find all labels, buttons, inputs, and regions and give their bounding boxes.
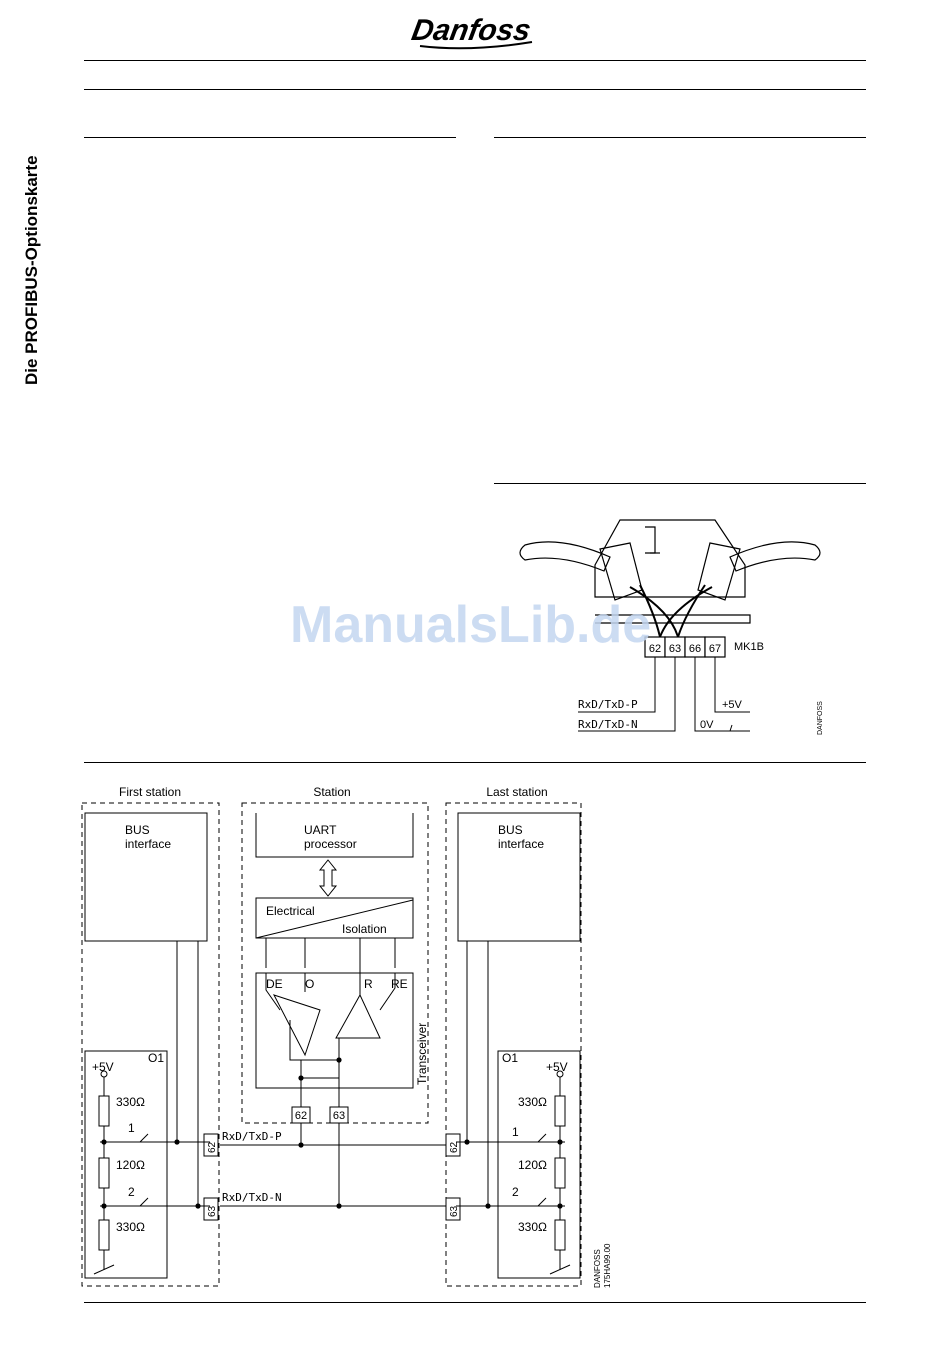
last-terminal-63: 63 — [449, 1205, 460, 1217]
header-rule-bottom — [84, 89, 866, 90]
connector-signal-p: RxD/TxD-P — [578, 698, 638, 711]
right-column-rule — [494, 137, 866, 138]
right-figure-rule — [494, 483, 866, 484]
right-r330-bottom: 330Ω — [518, 1220, 547, 1234]
isolation-line1: Electrical — [266, 904, 315, 918]
header-rule-top — [84, 60, 866, 61]
brand-wordmark: Danfoss — [410, 14, 533, 47]
connector-figure: 62 63 66 67 MK1B RxD/TxD-P RxD/TxD-N +5V… — [519, 519, 824, 735]
transceiver-label: Transceiver — [415, 1023, 429, 1085]
connector-0v: 0V — [700, 719, 714, 731]
last-terminal-62: 62 — [449, 1141, 460, 1153]
isolation-line2: Isolation — [342, 922, 387, 936]
left-switch-1: 1 — [128, 1121, 135, 1135]
right-switch-2: 2 — [512, 1185, 519, 1199]
station-terminal-62: 62 — [295, 1110, 307, 1122]
first-terminal-62: 62 — [207, 1141, 218, 1153]
danfoss-logo: Danfoss — [410, 14, 533, 50]
bus-credit-line2: 175HA99.00 — [603, 1243, 612, 1288]
left-r330-top: 330Ω — [116, 1095, 145, 1109]
first-terminal-63: 63 — [207, 1205, 218, 1217]
bus-signal-n: RxD/TxD-N — [222, 1191, 282, 1204]
last-bus-interface-line1: BUS — [498, 823, 523, 837]
station-label: Station — [313, 785, 350, 799]
left-r330-bottom: 330Ω — [116, 1220, 145, 1234]
terminal-66-label: 66 — [689, 643, 701, 655]
mk1b-label: MK1B — [734, 641, 764, 653]
right-plus5v: +5V — [546, 1060, 568, 1074]
left-o1-label: O1 — [148, 1051, 164, 1065]
right-r330-top: 330Ω — [518, 1095, 547, 1109]
connector-signal-n: RxD/TxD-N — [578, 718, 638, 731]
last-bus-interface-line2: interface — [498, 837, 544, 851]
bus-wiring-figure: First station Station Last station BUS i… — [81, 785, 612, 1288]
uart-line2: processor — [304, 837, 357, 851]
left-plus5v: +5V — [92, 1060, 114, 1074]
connector-plus5v: +5V — [722, 699, 743, 711]
first-station-label: First station — [119, 785, 181, 799]
left-r120: 120Ω — [116, 1158, 145, 1172]
connector-credit: DANFOSS — [817, 701, 824, 735]
side-title: Die PROFIBUS-Optionskarte — [22, 155, 41, 385]
right-r120: 120Ω — [518, 1158, 547, 1172]
right-switch-1: 1 — [512, 1125, 519, 1139]
terminal-62-label: 62 — [649, 643, 661, 655]
de-label: DE — [266, 977, 283, 991]
terminal-63-label: 63 — [669, 643, 681, 655]
last-station-label: Last station — [486, 785, 547, 799]
left-switch-2: 2 — [128, 1185, 135, 1199]
footer-rule — [84, 1302, 866, 1303]
watermark: ManualsLib.de — [290, 596, 652, 654]
first-bus-interface-line1: BUS — [125, 823, 150, 837]
first-bus-interface-line2: interface — [125, 837, 171, 851]
r-label: R — [364, 977, 373, 991]
re-label: RE — [391, 977, 408, 991]
bus-credit-line1: DANFOSS — [593, 1249, 602, 1288]
right-o1-label: O1 — [502, 1051, 518, 1065]
left-column-rule — [84, 137, 456, 138]
o-label: O — [305, 977, 314, 991]
uart-line1: UART — [304, 823, 337, 837]
bus-signal-p: RxD/TxD-P — [222, 1130, 282, 1143]
bus-figure-rule — [84, 762, 866, 763]
terminal-67-label: 67 — [709, 643, 721, 655]
station-terminal-63: 63 — [333, 1110, 345, 1122]
